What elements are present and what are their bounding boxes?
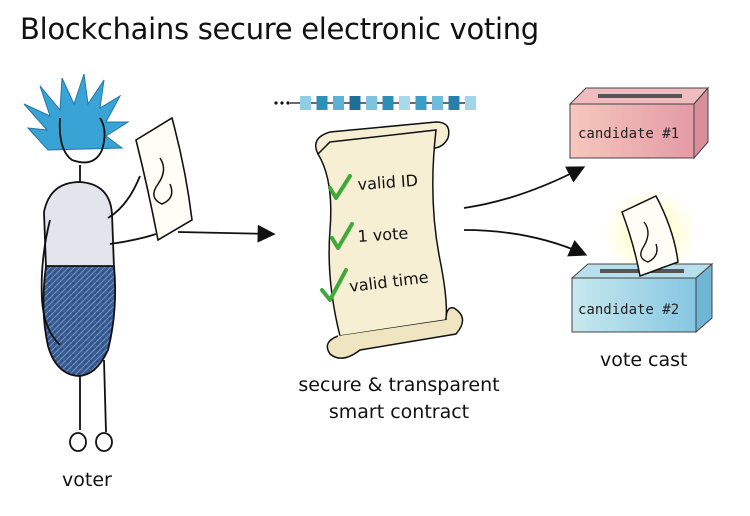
chain-block — [432, 96, 443, 110]
arrow-to-candidate-2 — [463, 229, 588, 257]
ballot-box-candidate-2: candidate #2 — [570, 188, 714, 334]
arrow-to-candidate-1 — [463, 166, 586, 209]
inserted-ballot — [621, 195, 679, 278]
contract-caption-line2: smart contract — [328, 401, 470, 423]
page-title: Blockchains secure electronic voting — [20, 12, 539, 46]
candidate-2-label: candidate #2 — [578, 302, 679, 318]
check-icon — [330, 222, 354, 250]
voter-label: voter — [62, 469, 112, 491]
contract-caption-line1: secure & transparent — [298, 374, 500, 396]
ballot-box-candidate-1: candidate #1 — [568, 86, 710, 160]
chain-block — [465, 96, 476, 110]
voter-figure — [23, 73, 193, 452]
chain-block — [382, 96, 394, 110]
blockchain-icon — [274, 96, 476, 110]
contract-caption: secure & transparent smart contract — [283, 372, 515, 426]
chain-block — [349, 96, 361, 110]
smart-contract-scroll: valid ID 1 vote valid time — [315, 121, 464, 359]
ballot-paper — [135, 116, 193, 242]
arrow-to-contract — [177, 224, 276, 243]
vote-cast-label: vote cast — [600, 349, 688, 371]
check-icon — [320, 268, 348, 302]
check-valid-id: valid ID — [357, 171, 419, 194]
check-one-vote: 1 vote — [357, 224, 409, 246]
chain-block — [333, 96, 344, 110]
chain-block — [448, 96, 460, 110]
chain-block — [300, 96, 311, 110]
chain-block — [415, 96, 427, 110]
chain-block — [366, 96, 377, 110]
chain-block — [316, 96, 328, 110]
chain-block — [399, 96, 410, 110]
voter-hair — [23, 73, 130, 151]
check-icon — [328, 174, 352, 200]
candidate-1-label: candidate #1 — [578, 126, 679, 142]
